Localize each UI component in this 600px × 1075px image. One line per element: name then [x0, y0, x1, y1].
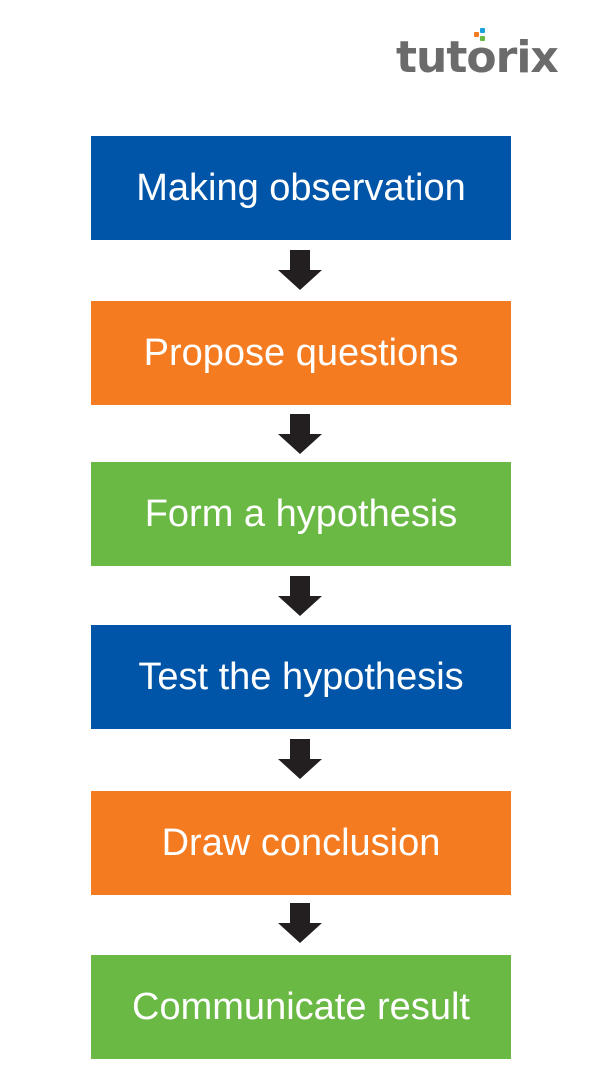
arrow-down-icon — [278, 250, 322, 290]
arrow-down-icon — [278, 576, 322, 616]
step-label: Communicate result — [132, 985, 470, 1028]
logo-text: tutorix — [396, 32, 559, 83]
step-label: Draw conclusion — [161, 821, 441, 864]
step-label: Propose questions — [143, 331, 459, 374]
step-communicate-result: Communicate result — [91, 955, 511, 1059]
step-form-hypothesis: Form a hypothesis — [91, 462, 511, 566]
logo-dots-icon — [474, 28, 490, 42]
step-label: Form a hypothesis — [144, 492, 458, 535]
step-propose-questions: Propose questions — [91, 301, 511, 405]
step-draw-conclusion: Draw conclusion — [91, 791, 511, 895]
step-label: Test the hypothesis — [138, 655, 464, 698]
step-test-hypothesis: Test the hypothesis — [91, 625, 511, 729]
arrow-down-icon — [278, 903, 322, 943]
step-making-observation: Making observation — [91, 136, 511, 240]
step-label: Making observation — [136, 166, 466, 209]
arrow-down-icon — [278, 739, 322, 779]
arrow-down-icon — [278, 414, 322, 454]
tutorix-logo: tutorix — [396, 28, 576, 84]
